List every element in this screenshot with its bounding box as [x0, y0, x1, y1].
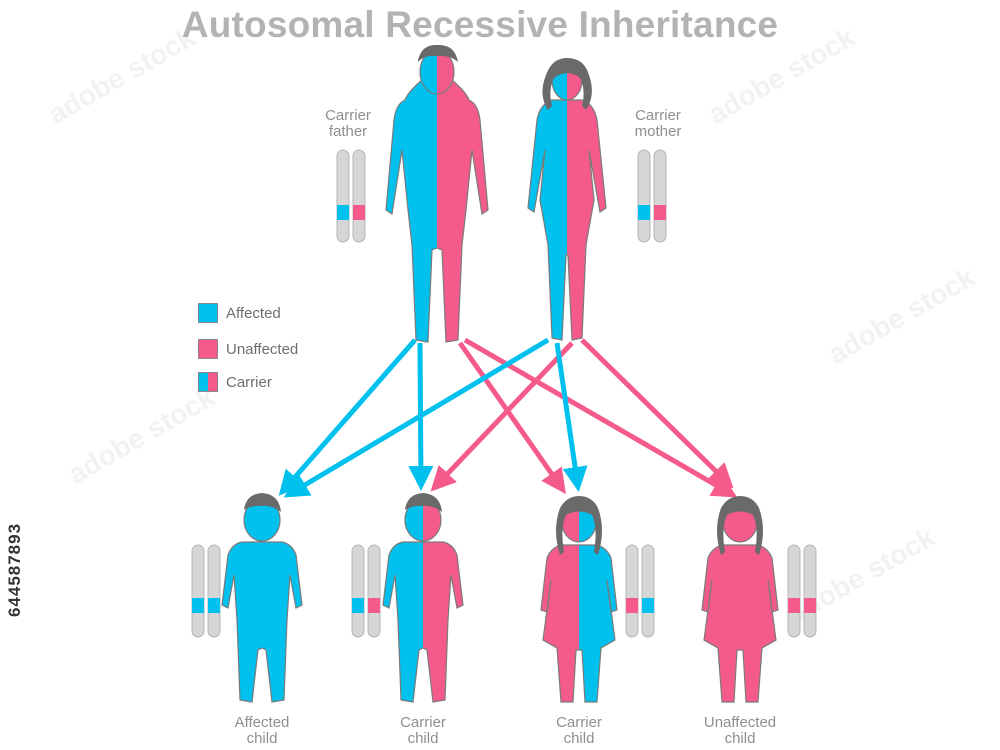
father-chromosomes [336, 149, 366, 243]
hair-icon [244, 493, 281, 512]
mother-chromosomes [637, 149, 667, 243]
child4-chromosomes [787, 544, 817, 638]
arrow [430, 341, 574, 492]
child1-chromosomes [191, 544, 221, 638]
child-label-affected: Affected child [212, 715, 312, 747]
arrow [580, 338, 734, 489]
hair-icon [556, 496, 602, 555]
legend-item-unaffected: Unaffected [198, 338, 298, 360]
carrier-child-girl-figure [540, 496, 618, 703]
affected-swatch-icon [198, 303, 218, 323]
stock-id: 644587893 [5, 522, 24, 618]
diagram-title: Autosomal Recessive Inheritance [181, 4, 779, 45]
arrow [457, 341, 566, 495]
child-label-carrier-girl: Carrier child [529, 715, 629, 747]
carrier-swatch-icon [198, 372, 218, 392]
arrow [554, 342, 588, 492]
child-label-line2: child [246, 730, 278, 747]
father-label: Carrier father [318, 108, 378, 140]
unaffected-child-figure [701, 496, 779, 703]
hair-icon [717, 496, 763, 555]
legend-item-affected: Affected [198, 302, 281, 324]
hair-icon [542, 58, 592, 110]
child-label-line2: child [724, 730, 756, 747]
child-label-line1: Affected [234, 714, 290, 731]
legend-label: Affected [226, 304, 281, 322]
child-label-line1: Carrier [556, 714, 602, 731]
legend-label: Carrier [226, 373, 272, 391]
hair-icon [405, 493, 442, 512]
inheritance-arrows [278, 337, 738, 498]
child-label-unaffected: Unaffected child [690, 715, 790, 747]
child2-chromosomes [351, 544, 381, 638]
arrow [463, 337, 738, 498]
mother-label-line1: Carrier [635, 107, 681, 124]
mother-label-line2: mother [634, 123, 682, 140]
unaffected-swatch-icon [198, 339, 218, 359]
child-label-line2: child [407, 730, 439, 747]
carrier-father-figure [385, 44, 489, 343]
child-label-line2: child [563, 730, 595, 747]
carrier-mother-figure [527, 58, 607, 341]
arrow [283, 337, 550, 498]
child-label-line1: Carrier [400, 714, 446, 731]
carrier-child-boy-figure [382, 493, 464, 703]
father-label-line1: Carrier [325, 107, 371, 124]
affected-child-figure [221, 493, 303, 703]
mother-label: Carrier mother [624, 108, 692, 140]
child-label-line1: Unaffected [703, 714, 777, 731]
arrow [278, 338, 417, 496]
legend-label: Unaffected [226, 340, 299, 358]
child3-chromosomes [625, 544, 655, 638]
father-label-line2: father [328, 123, 368, 140]
legend-item-carrier: Carrier [198, 371, 272, 393]
child-label-carrier-boy: Carrier child [373, 715, 473, 747]
hair-icon [418, 44, 458, 62]
